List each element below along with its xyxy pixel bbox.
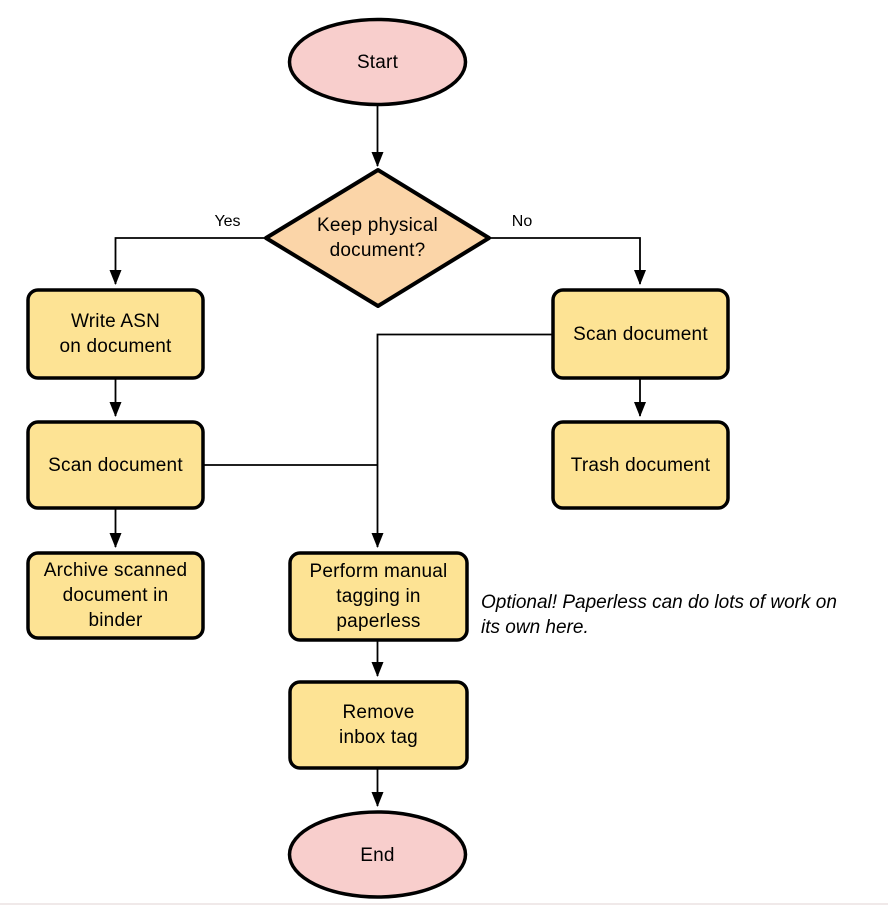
trash-node-shape — [551, 420, 730, 510]
tagging-node-label: Perform manual tagging in paperless — [309, 561, 448, 632]
archive-node-label: Archive scanned document in binder — [43, 560, 188, 631]
tagging-node-shape — [288, 551, 469, 642]
scan-right-node-label: Scan document — [573, 323, 708, 345]
trash-node-label: Trash document — [570, 454, 711, 476]
write-asn-node-label: Write ASN on document — [59, 311, 172, 357]
edge-label-no: No — [511, 213, 533, 230]
edge-scan-right-tagging — [371, 333, 553, 548]
start-node-shape — [287, 17, 468, 107]
scan-right-node-shape — [551, 288, 730, 380]
edge-decision-no-scan-right — [489, 237, 646, 285]
remove-inbox-node-shape — [288, 680, 469, 770]
bottom-hairline — [0, 903, 888, 905]
write-asn-node-shape — [26, 288, 205, 380]
decision-node-shape — [264, 168, 491, 308]
edge-label-yes: Yes — [214, 213, 241, 230]
scan-left-node-label: Scan document — [48, 454, 183, 476]
decision-node-label: Keep physical document? — [317, 215, 438, 261]
end-node-label: End — [360, 844, 395, 866]
edge-decision-yes-write-asn — [109, 237, 266, 285]
end-node-shape — [287, 810, 468, 899]
archive-node-shape — [26, 551, 205, 640]
start-node-label: Start — [356, 51, 399, 73]
optional-note: Optional! Paperless can do lots of work … — [481, 592, 837, 638]
scan-left-node-shape — [26, 420, 205, 510]
remove-inbox-node-label: Remove inbox tag — [339, 702, 418, 748]
